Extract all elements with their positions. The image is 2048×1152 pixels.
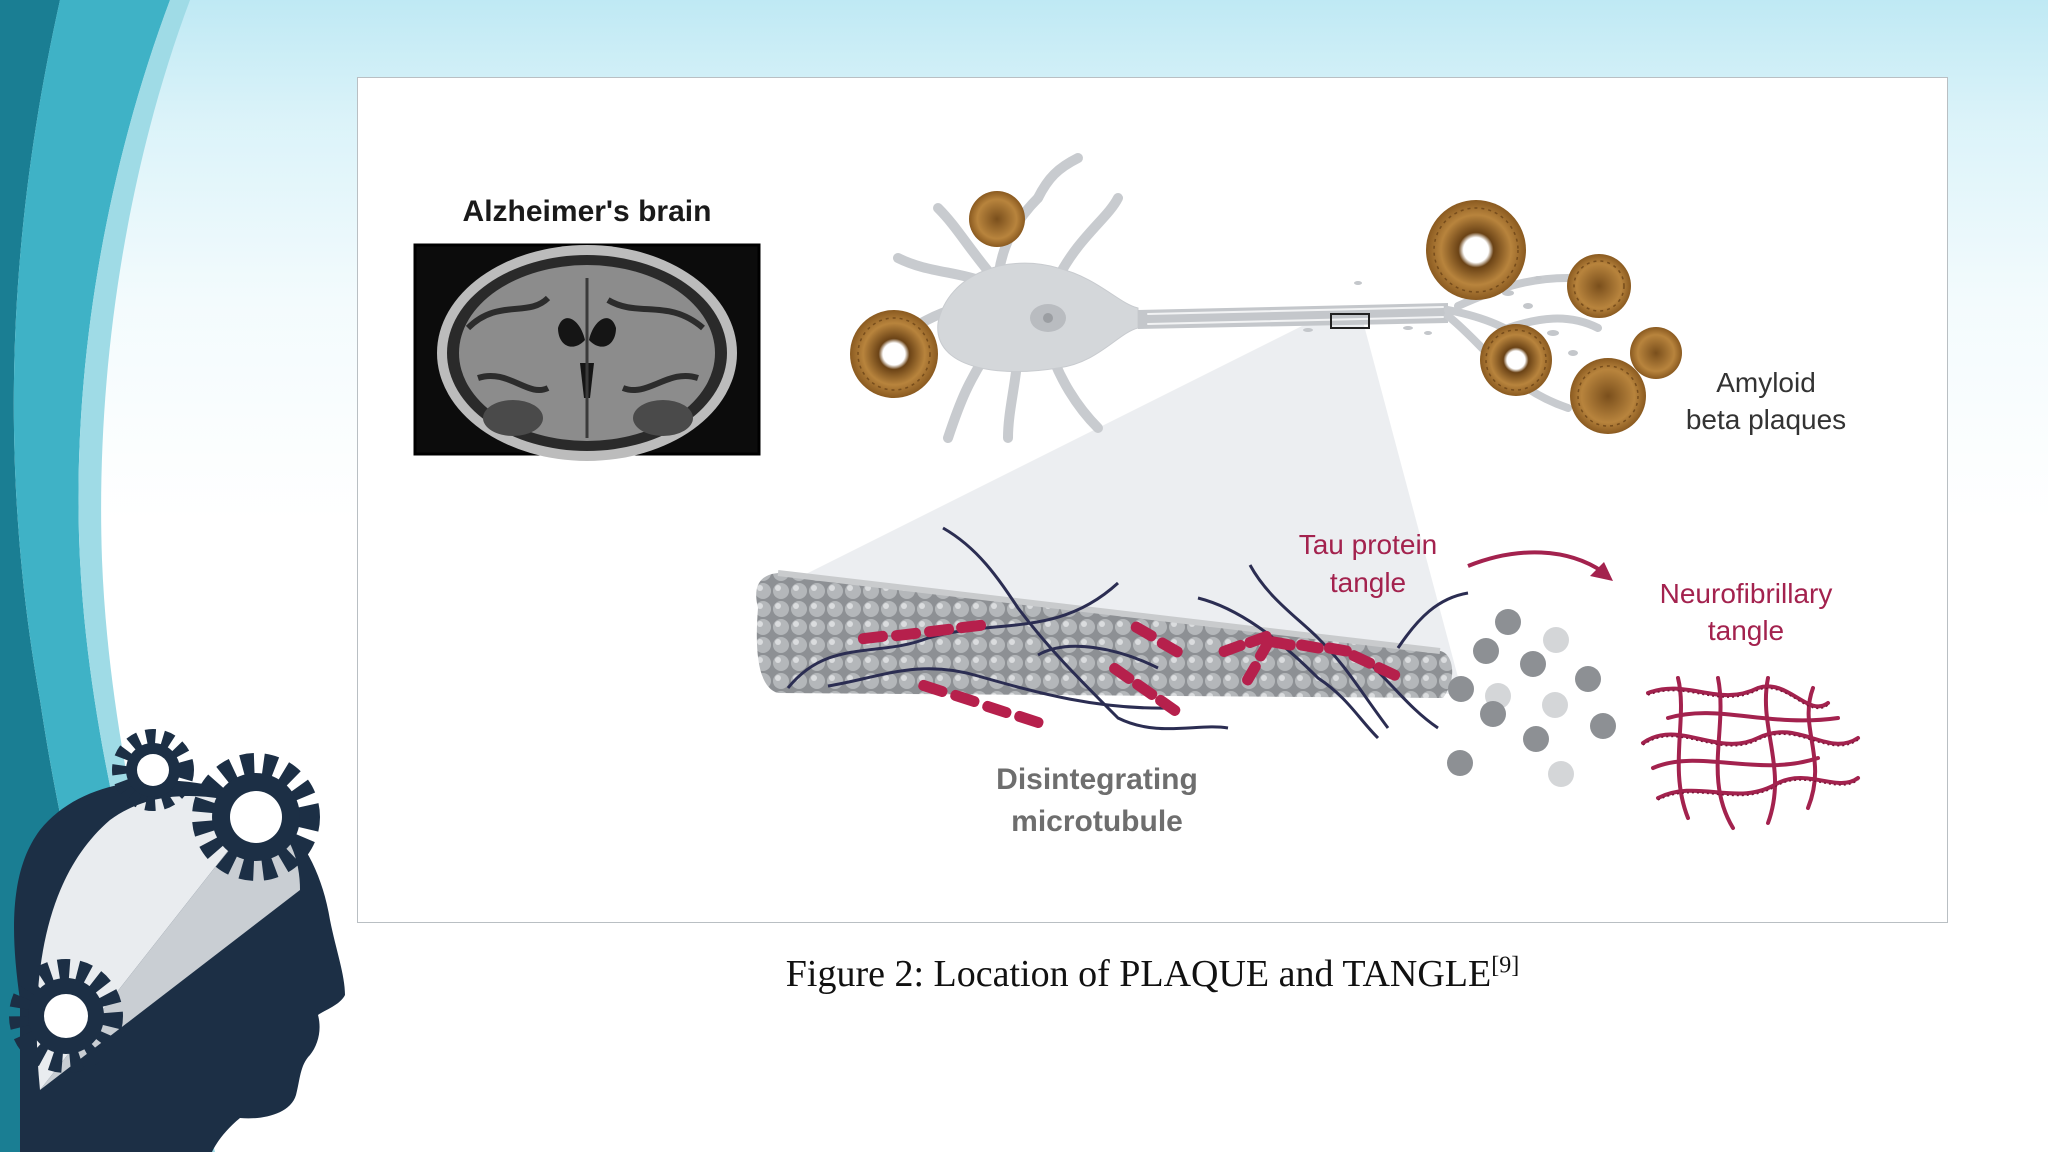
amyloid-plaques bbox=[850, 191, 1682, 434]
tau-label-line1: Tau protein bbox=[1299, 529, 1438, 560]
brain-title: Alzheimer's brain bbox=[463, 195, 712, 228]
neurofibrillary-tangle-texture bbox=[1642, 687, 1859, 801]
microtubule-label-line2: microtubule bbox=[1011, 805, 1183, 838]
brain-mri-image bbox=[413, 243, 761, 461]
neurofibrillary-tangle bbox=[1641, 676, 1860, 830]
tau-fibers bbox=[786, 526, 1469, 740]
teal-wave-light bbox=[13, 0, 200, 1152]
amyloid-label-line1: Amyloid bbox=[1716, 367, 1816, 398]
figure-caption: Figure 2: Location of PLAQUE and TANGLE[… bbox=[357, 952, 1948, 996]
disintegrating-microtubule bbox=[756, 570, 1453, 698]
amyloid-label-line2: beta plaques bbox=[1686, 404, 1846, 435]
tubulin-particles bbox=[1447, 609, 1616, 787]
nft-label-line1: Neurofibrillary bbox=[1660, 578, 1833, 609]
figure-panel: Alzheimer's brain bbox=[357, 77, 1948, 923]
teal-wave-highlight bbox=[78, 0, 215, 1152]
tau-label-line2: tangle bbox=[1330, 567, 1406, 598]
nft-label-line2: tangle bbox=[1708, 615, 1784, 646]
gear-icon bbox=[112, 729, 194, 811]
zoom-box bbox=[1330, 313, 1370, 329]
gear-icon bbox=[9, 959, 123, 1073]
caption-reference: [9] bbox=[1491, 952, 1520, 979]
gear-icon bbox=[192, 753, 320, 881]
alzheimer-diagram: Alzheimer's brain bbox=[413, 153, 1860, 838]
microtubule-label-line1: Disintegrating bbox=[996, 763, 1198, 796]
tau-protein-segments bbox=[857, 619, 1401, 729]
arrow-icon bbox=[1467, 550, 1613, 581]
caption-text: Figure 2: Location of PLAQUE and TANGLE bbox=[785, 953, 1492, 995]
